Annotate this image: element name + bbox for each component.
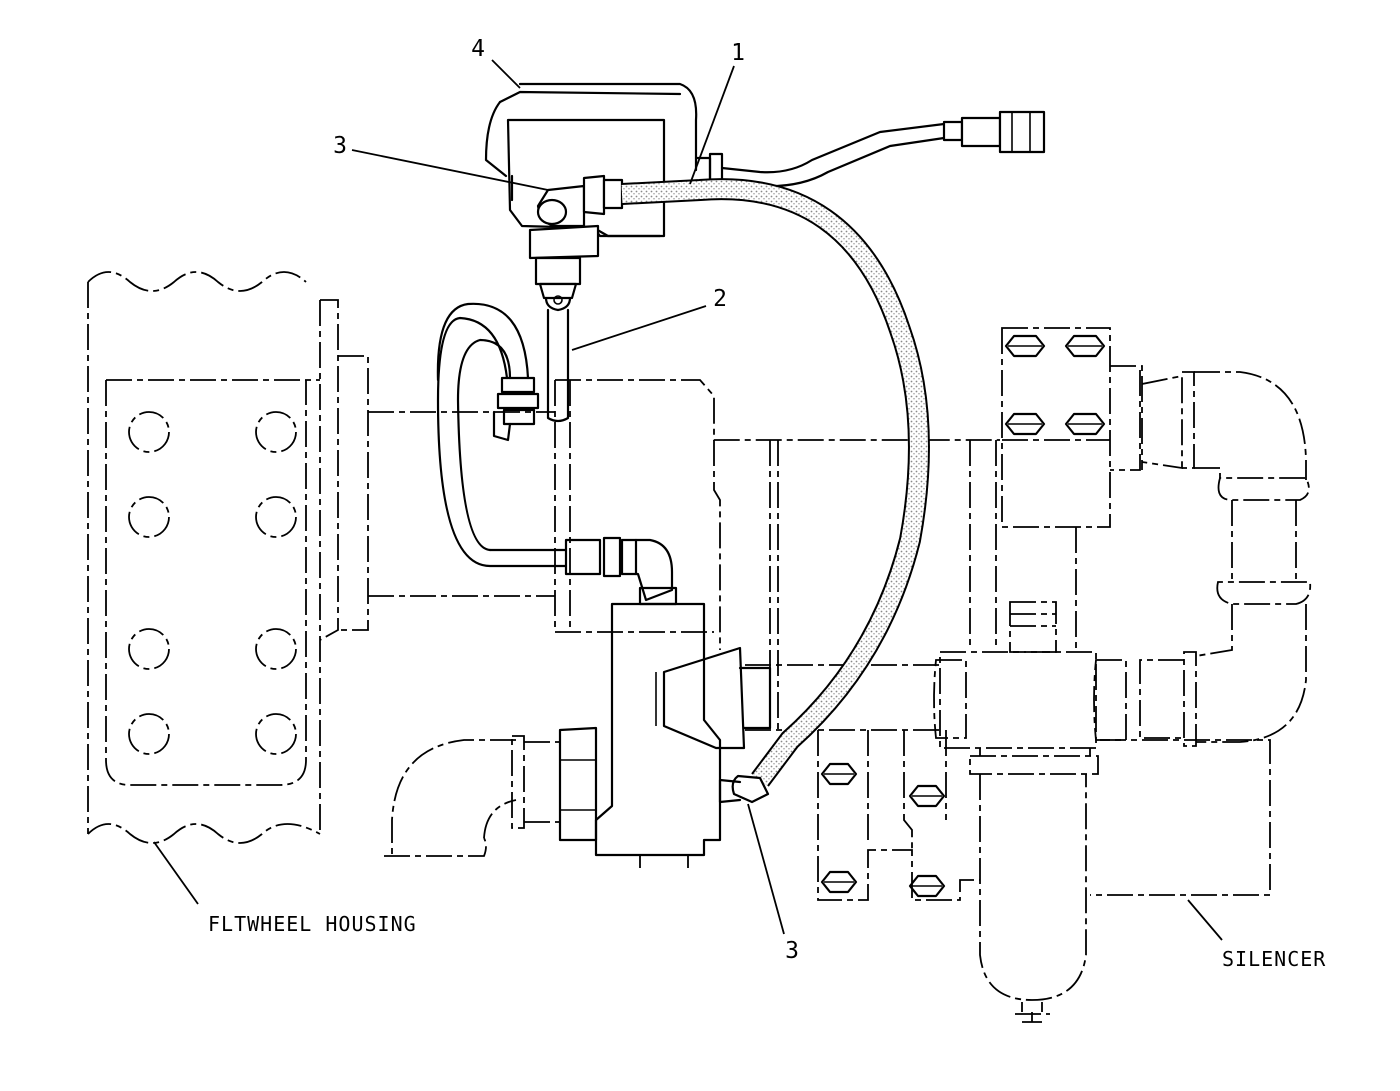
loop-fittings (492, 376, 674, 602)
mounting-block-upper (1001, 327, 1143, 528)
block-bolts (1004, 334, 1106, 436)
callout-3-upper: 3 (333, 133, 347, 159)
silencer (933, 601, 1099, 1023)
electrical-connector (694, 110, 1046, 192)
label-flywheel-housing: FLTWHEEL HOUSING (208, 912, 417, 936)
leader-lines (153, 59, 1223, 941)
main-hose (621, 178, 930, 804)
label-silencer: SILENCER (1222, 947, 1326, 971)
silencer-piping (1090, 371, 1312, 896)
lower-brackets (817, 730, 980, 901)
lower-elbow (384, 735, 561, 857)
housing-bolt-holes (128, 411, 297, 755)
callout-4: 4 (471, 36, 485, 62)
solenoid-valve (558, 586, 772, 868)
loop-hose (436, 302, 568, 568)
engine-phantom-body (554, 370, 1141, 731)
callout-3-lower: 3 (785, 938, 799, 964)
elbow-fitting-upper (528, 174, 624, 423)
callout-1: 1 (731, 40, 745, 66)
flywheel-housing (87, 271, 555, 844)
callout-2: 2 (713, 286, 727, 312)
